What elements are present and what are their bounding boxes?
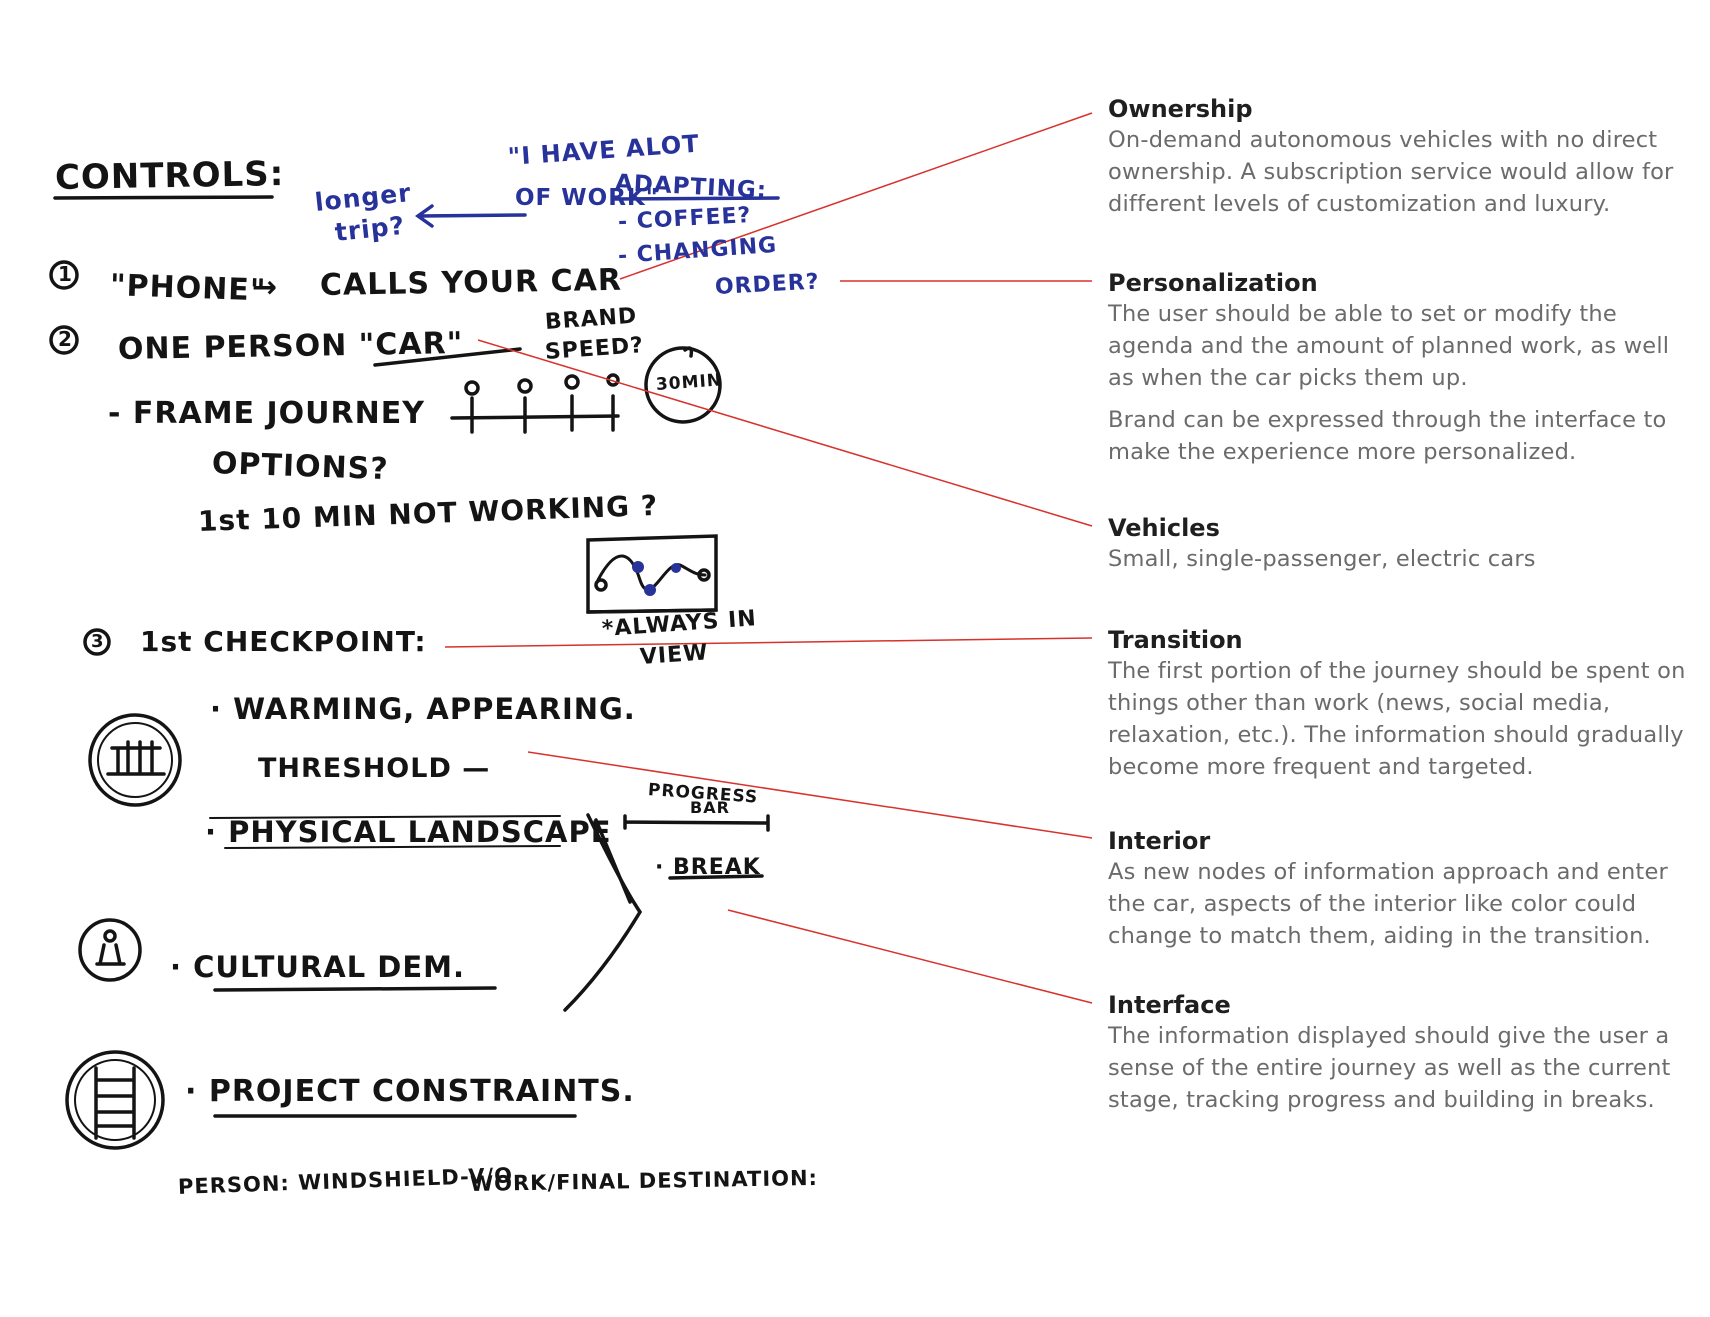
sketch-num-3: 3 — [91, 631, 105, 652]
sketch-constraints: · PROJECT CONSTRAINTS. — [185, 1074, 635, 1109]
person-icon — [78, 918, 142, 982]
sketch-heading: CONTROLS: — [54, 154, 285, 198]
sketch-break: · BREAK — [655, 855, 761, 880]
leader-line-interior — [527, 751, 1093, 839]
sketch-bar: BAR — [690, 798, 730, 817]
number-circle-1 — [49, 260, 79, 290]
note-body: Brand can be expressed through the inter… — [1108, 407, 1667, 465]
sketch-num-2: 2 — [58, 327, 73, 351]
note-title: Transition — [1108, 626, 1243, 654]
note-personalization: Personalization The user should be able … — [1108, 268, 1698, 468]
note-body: Small, single-passenger, electric cars — [1108, 546, 1536, 572]
number-circle-3 — [83, 628, 111, 656]
leader-line-ownership — [619, 112, 1093, 280]
note-title: Ownership — [1108, 95, 1253, 123]
sketch-num-1: 1 — [58, 262, 73, 286]
sketch-phone: "PHONE" — [109, 268, 267, 309]
note-body: As new nodes of information approach and… — [1108, 859, 1668, 949]
note-interior: Interior As new nodes of information app… — [1108, 826, 1698, 952]
note-body: The user should be able to set or modify… — [1108, 301, 1670, 391]
sketch-checkpoint: 1st CHECKPOINT: — [140, 625, 427, 658]
columns-icon — [88, 713, 182, 807]
sketch-options: OPTIONS? — [211, 446, 390, 488]
ladder-icon — [65, 1050, 165, 1150]
sketch-arrow: → — [252, 270, 279, 305]
note-body: The first portion of the journey should … — [1108, 658, 1686, 780]
sketch-physical: · PHYSICAL LANDSCAPE — [205, 815, 612, 849]
progress-bar-sketch — [623, 814, 770, 832]
note-transition: Transition The first portion of the jour… — [1108, 625, 1698, 783]
number-circle-2 — [49, 325, 79, 355]
sketch-cultural: · CULTURAL DEM. — [170, 950, 466, 984]
mini-chart-sketch — [586, 534, 718, 614]
heading-underline — [53, 195, 274, 200]
clock-icon — [644, 346, 722, 424]
note-body: On-demand autonomous vehicles with no di… — [1108, 127, 1674, 217]
sketch-calls: CALLS YOUR CAR — [319, 262, 623, 303]
note-body: The information displayed should give th… — [1108, 1023, 1671, 1113]
note-title: Personalization — [1108, 269, 1318, 297]
blue-note-quote-2: OF WORK" — [515, 185, 659, 211]
arrow-left — [414, 204, 527, 228]
note-vehicles: Vehicles Small, single-passenger, electr… — [1108, 513, 1698, 575]
car-underline — [373, 347, 522, 367]
sketch-warming: · WARMING, APPEARING. — [210, 692, 636, 726]
journey-timeline-icon — [450, 373, 620, 434]
note-title: Interface — [1108, 991, 1231, 1019]
sketch-one-person: ONE PERSON "CAR" — [117, 325, 464, 367]
leader-line-transition — [444, 637, 1093, 648]
sketch-view: VIEW — [639, 640, 710, 670]
note-ownership: Ownership On-demand autonomous vehicles … — [1108, 94, 1698, 220]
leader-line-vehicles — [477, 339, 1093, 527]
sketch-threshold: THRESHOLD — — [258, 753, 491, 784]
note-title: Vehicles — [1108, 514, 1220, 542]
sketch-frame: - FRAME JOURNEY — [108, 396, 425, 431]
note-title: Interior — [1108, 827, 1211, 855]
note-interface: Interface The information displayed shou… — [1108, 990, 1698, 1116]
wedge-stroke — [563, 813, 643, 1012]
leader-line-interface — [727, 909, 1093, 1004]
